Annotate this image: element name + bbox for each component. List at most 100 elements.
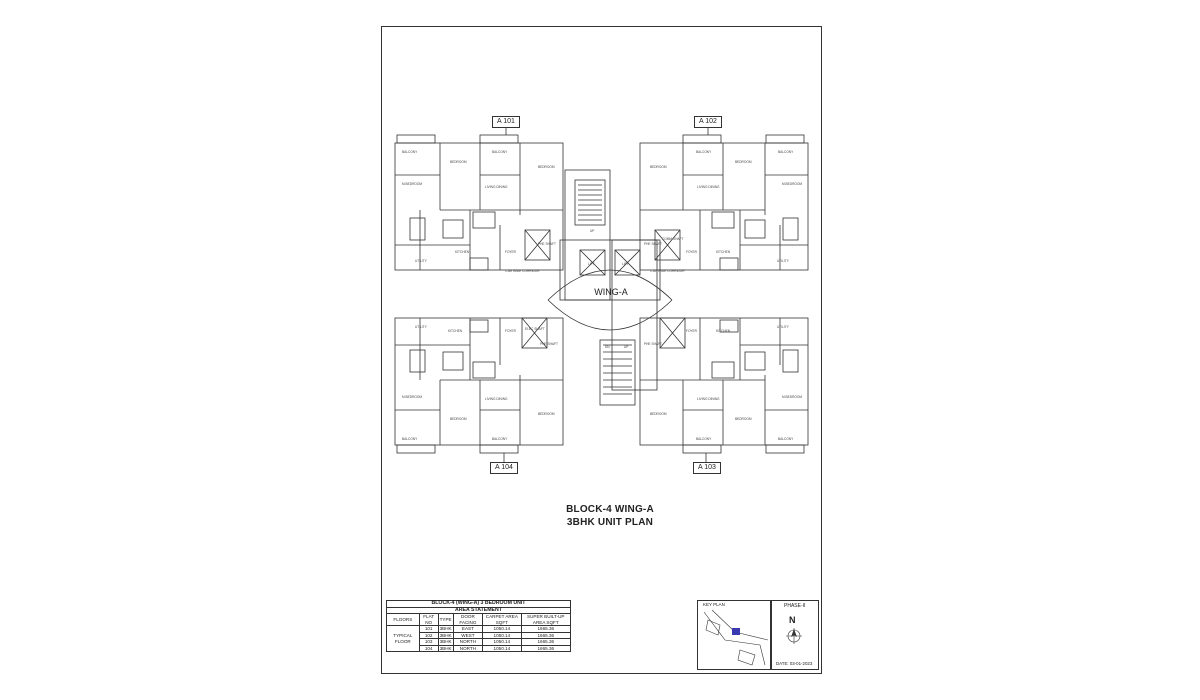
table-heading: BLOCK-4 (WING-A) 3 BEDROOM UNIT — [386, 600, 571, 608]
room-label: BEDROOM — [650, 412, 667, 416]
room-label: FOYER — [686, 250, 698, 254]
table-header-row: FLOORS FLAT NO TYPE DOOR FACING CARPET A… — [386, 613, 572, 626]
sba-cell: 1665.36 — [520, 625, 572, 633]
room-label: LIVING DINING — [485, 185, 508, 189]
unit-a101-walls — [395, 143, 563, 270]
room-label: KITCHEN — [455, 250, 470, 254]
title-line-2: 3BHK UNIT PLAN — [566, 517, 654, 528]
room-label: PHE SHAFT — [538, 242, 556, 246]
lobby-arc-bottom — [547, 299, 673, 331]
room-label: LIFT — [588, 262, 595, 266]
stair-bottom — [599, 339, 636, 406]
room-label: KITCHEN — [716, 329, 731, 333]
room-label: UTILITY — [777, 325, 790, 329]
room-label: LIVING DINING — [697, 185, 720, 189]
area-statement-table: BLOCK-4 (WING-A) 3 BEDROOM UNIT AREA STA… — [386, 600, 572, 652]
room-label: M.BEDROOM — [402, 395, 422, 399]
key-plan-label: KEY PLAN — [703, 602, 725, 607]
room-label: BEDROOM — [735, 160, 752, 164]
room-label: UTILITY — [415, 325, 428, 329]
type-cell: 3BHK — [437, 644, 454, 652]
room-label: BALCONY — [696, 150, 712, 154]
col-header: SUPER BUILT-UP AREA SQFT — [520, 613, 572, 626]
room-label: BEDROOM — [538, 165, 555, 169]
unit-tag-a104: A 104 — [490, 462, 518, 474]
col-header: DOOR FACING — [452, 613, 484, 626]
lift-left — [579, 249, 606, 276]
unit-tag-a101: A 101 — [492, 116, 520, 128]
room-label: UTILITY — [415, 259, 428, 263]
room-label: BALCONY — [778, 437, 794, 441]
unit-a102-walls — [640, 143, 808, 270]
room-label: M.BEDROOM — [402, 182, 422, 186]
unit-tag-a102: A 102 — [694, 116, 722, 128]
stair-bottom-treads — [603, 344, 632, 395]
room-label: BEDROOM — [450, 417, 467, 421]
flat-cell: 104 — [418, 644, 439, 652]
sba-cell: 1665.36 — [520, 631, 572, 639]
room-label: BEDROOM — [538, 412, 555, 416]
north-label: N — [789, 615, 796, 625]
room-label: BEDROOM — [450, 160, 467, 164]
room-label: UP — [590, 229, 594, 233]
date-label: DATE: 03-01-2023 — [776, 661, 813, 666]
unit-a103-outline — [639, 317, 809, 446]
room-label: M.BEDROOM — [782, 395, 802, 399]
unit-a103-walls — [640, 318, 808, 445]
room-label: BEDROOM — [650, 165, 667, 169]
room-label: BALCONY — [402, 437, 418, 441]
room-label: UTILITY — [777, 259, 790, 263]
title-line-1: BLOCK-4 WING-A — [566, 504, 654, 515]
room-label: LIVING DINING — [485, 397, 508, 401]
room-label: FOYER — [505, 329, 517, 333]
table-row: 102 3BHK WEST 1050.14 1665.36 — [387, 631, 572, 639]
col-header: FLAT NO — [418, 613, 439, 626]
room-label: PHE SHAFT — [540, 342, 558, 346]
drawing-sheet — [381, 26, 822, 674]
table-row: TYPICAL FLOOR 101 3BHK EAST 1050.14 1665… — [386, 625, 572, 652]
phase-label: PHASE-II — [784, 603, 806, 609]
room-label: BEDROOM — [735, 417, 752, 421]
type-cell: 3BHK — [437, 625, 454, 633]
room-labels: BALCONY BEDROOM BALCONY BEDROOM M.BEDROO… — [402, 150, 802, 441]
lobby-arc-top — [547, 269, 673, 301]
unit-a104-walls — [395, 318, 563, 445]
core-right — [611, 239, 658, 391]
room-label: KITCHEN — [448, 329, 463, 333]
carpet-cell: 1050.14 — [482, 644, 522, 652]
core-left — [564, 169, 611, 301]
key-plan-box — [697, 600, 771, 670]
room-label: BALCONY — [492, 150, 508, 154]
room-label: ELEC SHAFT — [525, 327, 545, 331]
room-label: PHE SHAFT — [644, 242, 662, 246]
wing-label: WING-A — [594, 287, 628, 297]
phase-box — [771, 600, 819, 670]
room-label: 1.5M WIDE CORRIDOR — [505, 269, 540, 273]
room-label: 1.5M WIDE CORRIDOR — [650, 269, 685, 273]
stair-top — [574, 179, 606, 226]
drawing-title: BLOCK-4 WING-A 3BHK UNIT PLAN — [565, 503, 655, 529]
wall-lines — [394, 123, 809, 466]
table-row: 104 3BHK NORTH 1050.14 1665.36 — [387, 644, 572, 652]
stair-top-treads — [578, 184, 602, 221]
col-header: FLOORS — [386, 613, 420, 626]
unit-a104-outline — [394, 317, 564, 446]
room-label: COMM SHAFT — [662, 237, 683, 241]
sba-cell: 1665.36 — [520, 644, 572, 652]
room-label: BALCONY — [492, 437, 508, 441]
lift-cross — [579, 249, 641, 276]
room-label: FOYER — [686, 329, 698, 333]
room-label: M.BEDROOM — [782, 182, 802, 186]
room-label: FOYER — [505, 250, 517, 254]
room-label: KITCHEN — [716, 250, 731, 254]
sba-cell: 1665.36 — [520, 638, 572, 646]
north-arrow-head — [791, 629, 797, 637]
room-label: BALCONY — [778, 150, 794, 154]
table-row: 103 3BHK NORTH 1050.14 1665.36 — [387, 638, 572, 646]
floor-cell: TYPICAL FLOOR — [386, 625, 420, 652]
room-label: LIVING DINING — [697, 397, 720, 401]
room-label: PHE SHAFT — [644, 342, 662, 346]
col-header: CARPET AREA SQFT — [482, 613, 522, 626]
room-label: LIFT — [622, 262, 629, 266]
